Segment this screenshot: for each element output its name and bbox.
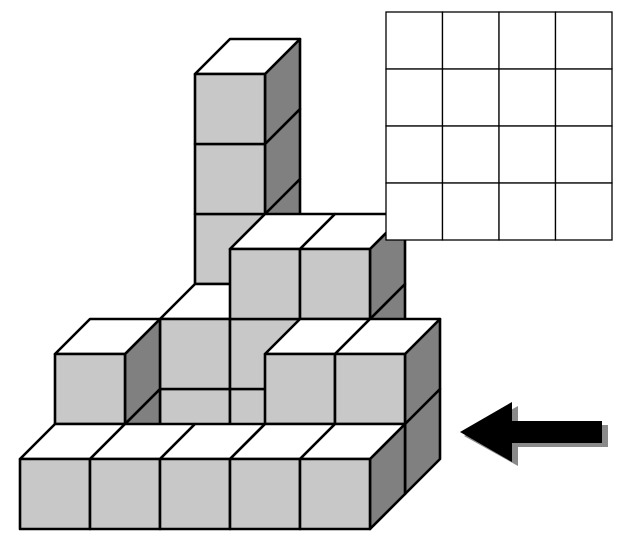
grid-cell bbox=[385, 182, 444, 241]
cube bbox=[333, 317, 442, 426]
grid-cell bbox=[385, 125, 444, 184]
cube-front-face bbox=[263, 352, 337, 426]
cube-front-face bbox=[18, 457, 92, 531]
cube bbox=[53, 317, 162, 426]
cube-front-face bbox=[333, 352, 407, 426]
grid-cell bbox=[441, 68, 500, 127]
cube-front-face bbox=[53, 352, 127, 426]
grid-cell bbox=[498, 125, 557, 184]
cube bbox=[298, 422, 407, 531]
cube-front-face bbox=[228, 457, 302, 531]
grid-cell bbox=[385, 68, 444, 127]
cube-front-face bbox=[298, 457, 372, 531]
grid-cell bbox=[441, 125, 500, 184]
grid-cell bbox=[441, 11, 500, 70]
grid-cell bbox=[441, 182, 500, 241]
grid-cell bbox=[498, 182, 557, 241]
grid-cell bbox=[554, 68, 613, 127]
cube-front-face bbox=[228, 247, 302, 321]
grid-cell bbox=[554, 182, 613, 241]
grid-cell bbox=[498, 11, 557, 70]
cube-front-face bbox=[193, 142, 267, 216]
cube-front-face bbox=[158, 317, 232, 391]
grid-cell bbox=[554, 125, 613, 184]
grid-cell bbox=[385, 11, 444, 70]
cube-front-face bbox=[193, 72, 267, 146]
cube-front-face bbox=[88, 457, 162, 531]
cube-front-face bbox=[158, 457, 232, 531]
grid-cell bbox=[554, 11, 613, 70]
cube bbox=[193, 37, 302, 146]
empty-view-grid bbox=[385, 11, 613, 241]
arrow-shape bbox=[460, 402, 602, 462]
grid-cell bbox=[498, 68, 557, 127]
cube-front-face bbox=[298, 247, 372, 321]
left-arrow-icon bbox=[460, 402, 608, 466]
